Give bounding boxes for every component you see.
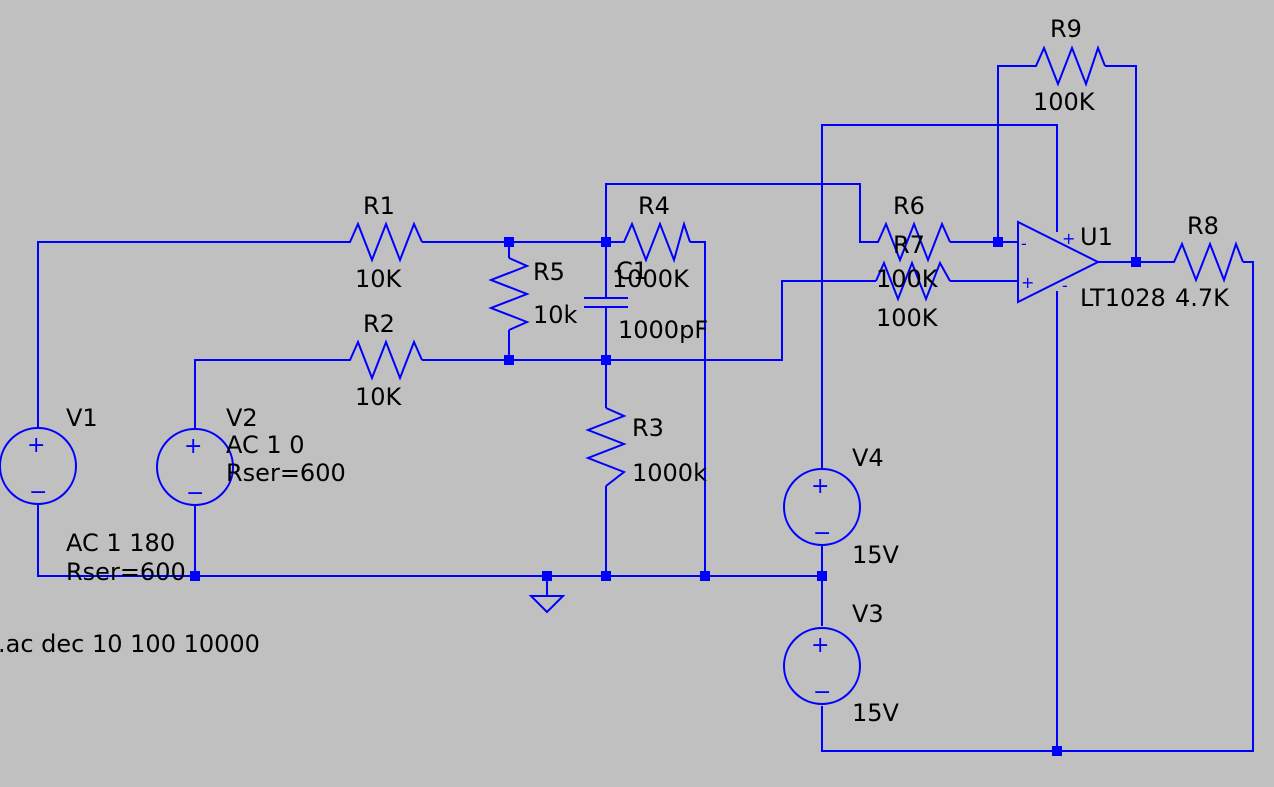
v2-plus-sign: + (184, 434, 202, 459)
wire-v1-to-r1 (37, 241, 342, 427)
junction-dot (993, 237, 1003, 247)
v2-name: V2 (226, 404, 258, 432)
u1-value: LT1028 (1080, 284, 1166, 312)
junction-dot (601, 571, 611, 581)
v3-value: 15V (852, 699, 900, 727)
wire-ground-bus (37, 505, 822, 577)
junctions (190, 237, 1141, 756)
resistor-r9[interactable] (1028, 45, 1106, 87)
r2-name: R2 (363, 310, 395, 338)
r1-value: 10K (355, 265, 403, 293)
junction-dot (504, 355, 514, 365)
resistor-r6[interactable] (870, 221, 951, 263)
labels: R1 10K R2 10K R5 10k R4 1000K C1 1000pF … (0, 15, 1230, 727)
resistor-r5[interactable] (488, 257, 530, 331)
v4-minus-sign: − (813, 521, 831, 546)
r6-value: 100K (876, 265, 939, 293)
opamp-supply-minus-sign: - (1062, 276, 1068, 295)
r7-name: R7 (893, 231, 925, 259)
r7-value: 100K (876, 304, 939, 332)
wire-r4-to-ground (690, 241, 706, 576)
junction-dot (542, 571, 552, 581)
junction-dot (504, 237, 514, 247)
v4-value: 15V (852, 541, 900, 569)
v3-plus-sign: + (811, 633, 829, 658)
spice-directive[interactable]: .ac dec 10 100 10000 (0, 630, 260, 658)
r6-name: R6 (893, 192, 925, 220)
r2-value: 10K (355, 383, 403, 411)
v1-minus-sign: − (29, 480, 47, 505)
v1-line1: AC 1 180 (66, 529, 175, 557)
capacitor-c1[interactable] (584, 297, 628, 308)
v2-minus-sign: − (186, 481, 204, 506)
resistor-r7[interactable] (875, 260, 951, 302)
opamp-inverting-sign: - (1021, 234, 1027, 253)
voltage-source-v2[interactable]: + − (156, 428, 234, 506)
r4-value: 1000K (612, 265, 690, 293)
wire-opamp-supply-top (821, 124, 1058, 468)
opamp-u1[interactable]: - + + - (1017, 220, 1101, 304)
r9-value: 100K (1033, 88, 1096, 116)
junction-dot (1131, 257, 1141, 267)
junction-dot (700, 571, 710, 581)
resistor-r2[interactable] (342, 339, 423, 381)
c1-value: 1000pF (618, 316, 708, 344)
resistor-r3[interactable] (585, 407, 627, 487)
junction-dot (190, 571, 200, 581)
r5-value: 10k (533, 301, 578, 329)
v1-line2: Rser=600 (66, 558, 186, 586)
voltage-source-v1[interactable]: + − (0, 427, 77, 505)
wire-v2-to-r2 (194, 359, 342, 429)
r3-name: R3 (632, 414, 664, 442)
resistor-r1[interactable] (342, 221, 423, 263)
wire-r9-to-output (1105, 65, 1137, 262)
ground-symbol[interactable] (528, 595, 566, 614)
junction-dot (601, 355, 611, 365)
c1-name: C1 (616, 257, 648, 285)
r8-value: 4.7K (1175, 284, 1230, 312)
wire-r8-return (821, 261, 1254, 752)
v1-plus-sign: + (27, 433, 45, 458)
opamp-supply-plus-sign: + (1062, 229, 1075, 248)
wires (37, 65, 1254, 752)
voltage-source-v3[interactable]: + − (783, 627, 861, 705)
v2-line1: AC 1 0 (226, 431, 305, 459)
wire-c1-top-to-r6 (605, 183, 870, 298)
v4-plus-sign: + (811, 474, 829, 499)
r3-value: 1000k (632, 459, 707, 487)
junction-dot (601, 237, 611, 247)
r1-name: R1 (363, 192, 395, 220)
v1-name: V1 (66, 404, 98, 432)
v2-line2: Rser=600 (226, 459, 346, 487)
u1-name: U1 (1080, 223, 1113, 251)
r9-name: R9 (1050, 15, 1082, 43)
opamp-noninverting-sign: + (1021, 273, 1034, 292)
resistor-r4[interactable] (618, 220, 691, 264)
voltage-source-v4[interactable]: + − (783, 468, 861, 546)
v3-minus-sign: − (813, 680, 831, 705)
v3-name: V3 (852, 600, 884, 628)
r5-name: R5 (533, 258, 565, 286)
v4-name: V4 (852, 444, 884, 472)
r8-name: R8 (1187, 212, 1219, 240)
wire-r9-feedback (997, 65, 1028, 242)
resistor-r8[interactable] (1166, 241, 1244, 283)
junction-dot (817, 571, 827, 581)
r4-name: R4 (638, 192, 670, 220)
junction-dot (1052, 746, 1062, 756)
